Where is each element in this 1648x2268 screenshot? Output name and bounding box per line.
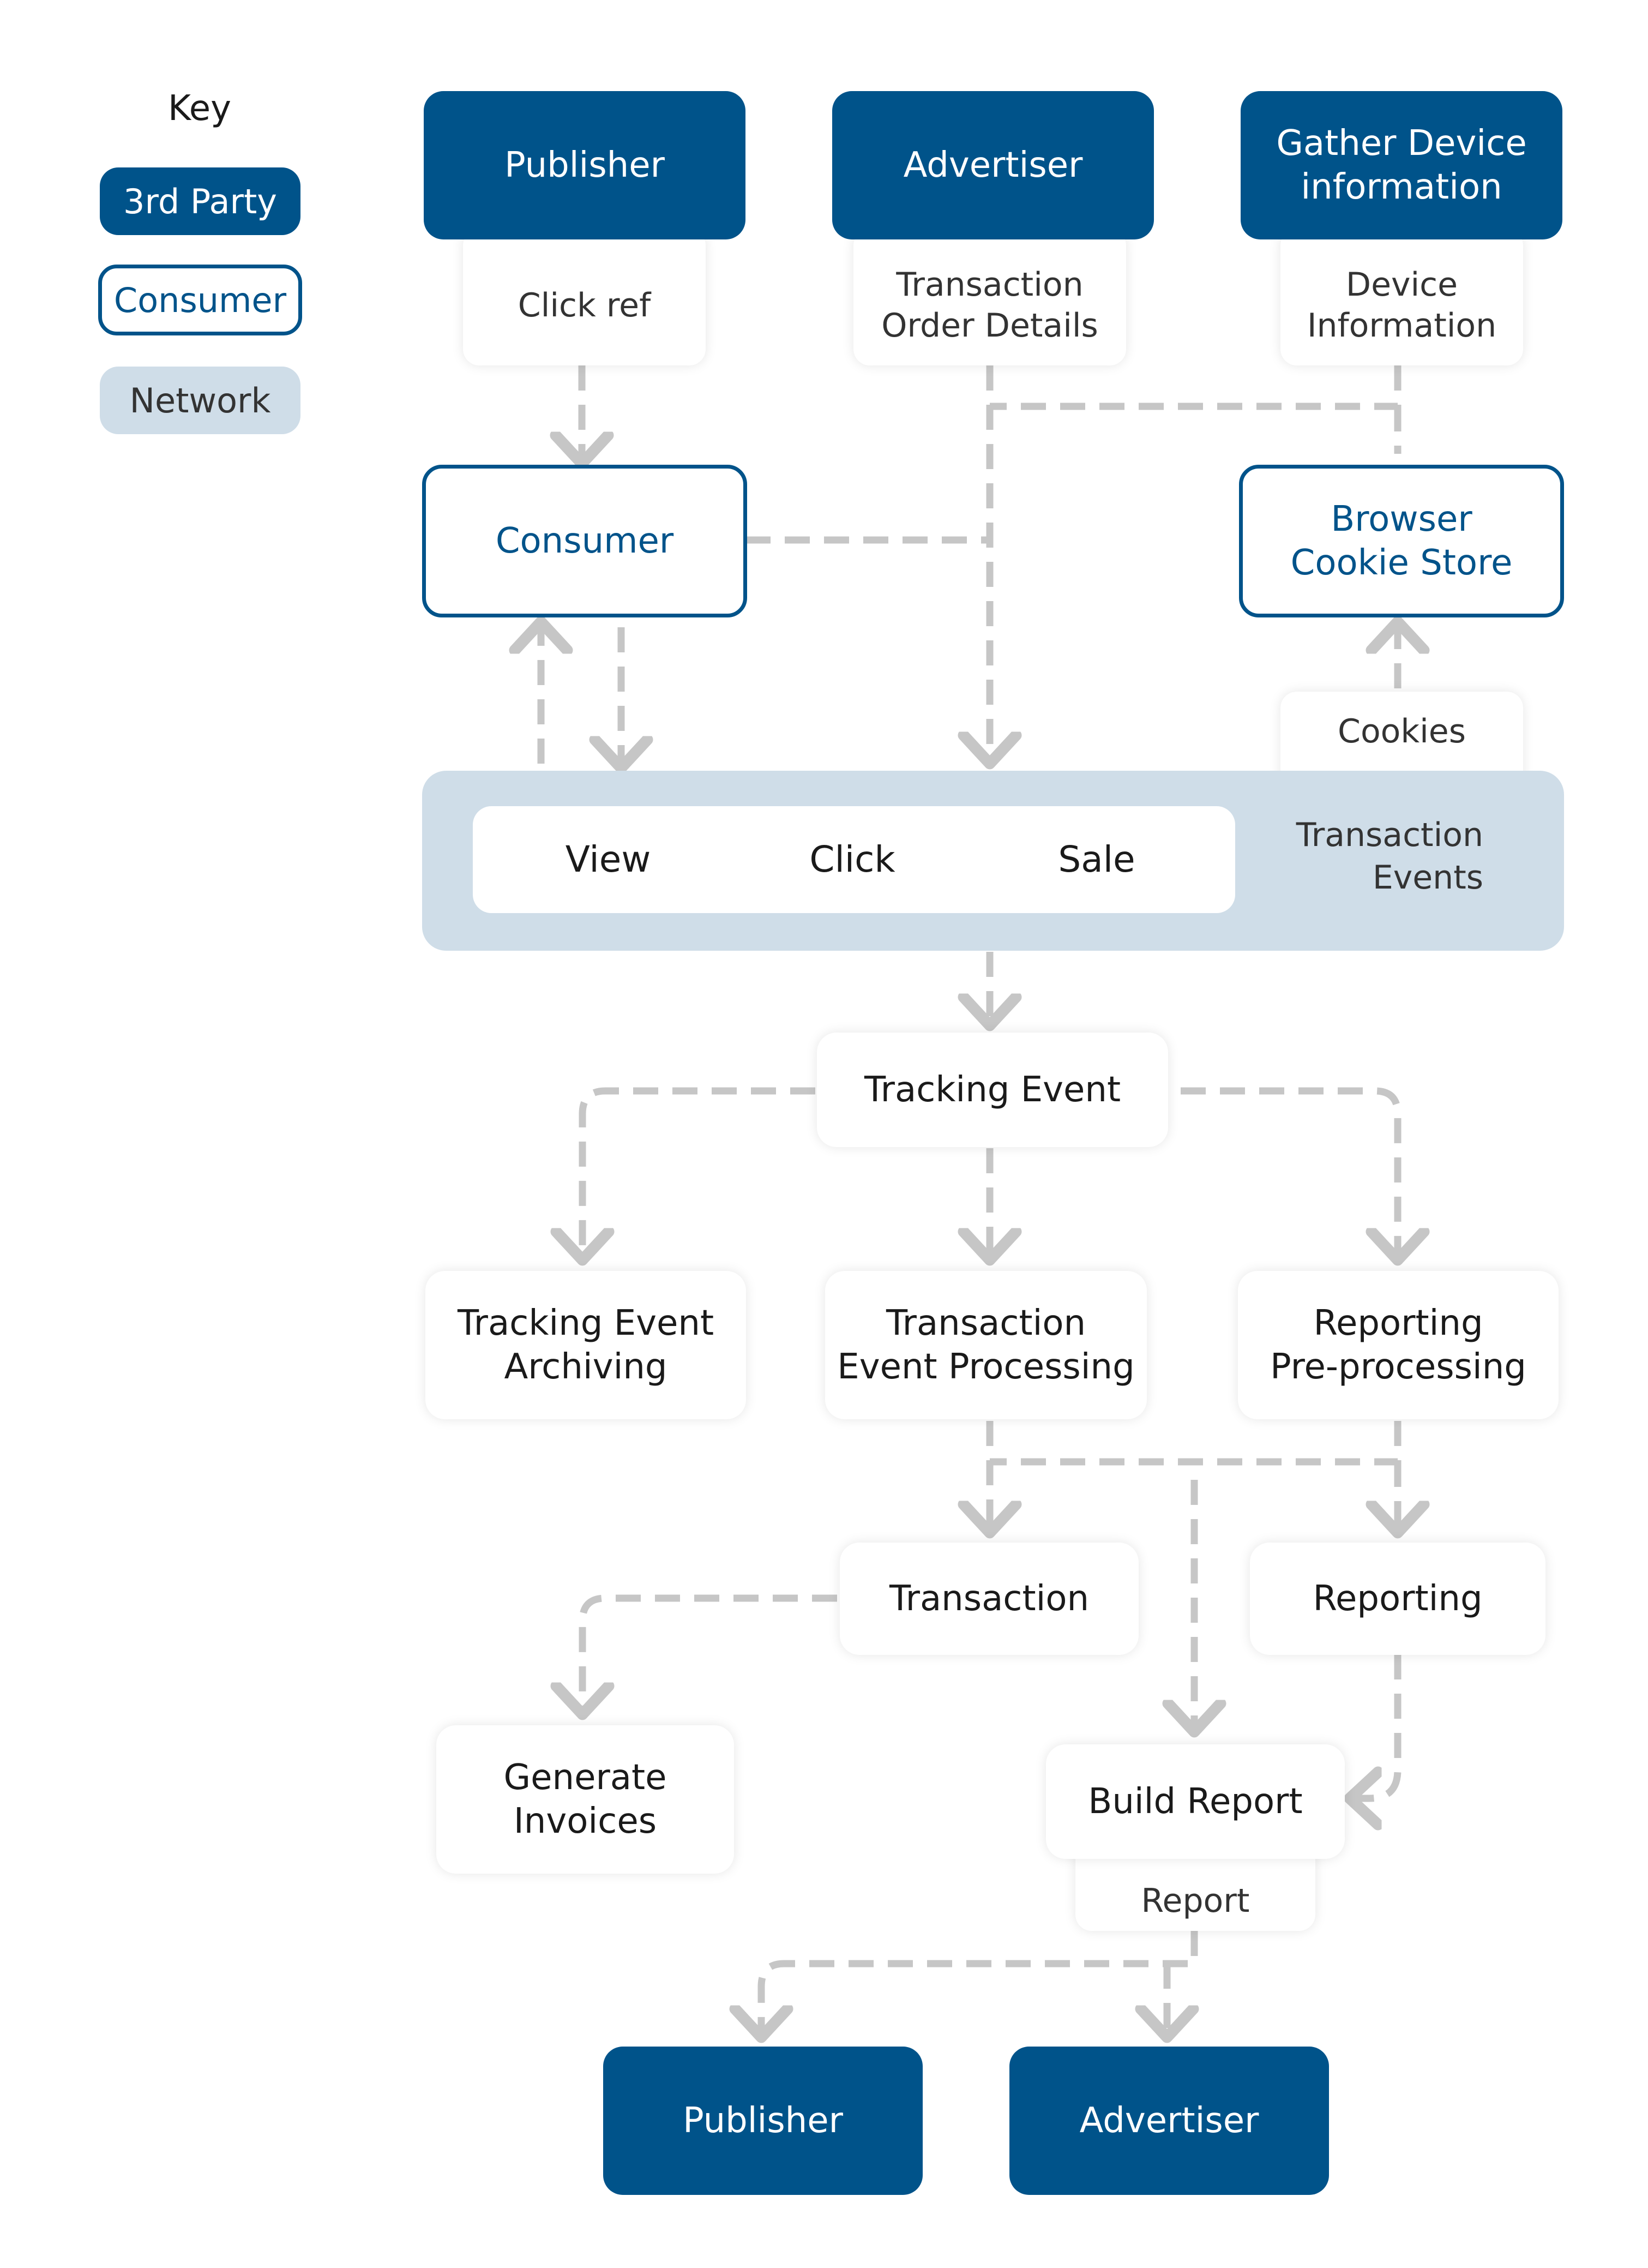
event-view: View [565, 838, 651, 880]
event-click: Click [809, 838, 895, 880]
key-consumer: Consumer [98, 265, 302, 335]
edge-tracking-preprocessing [1181, 1087, 1398, 1260]
transaction-events-inner [473, 806, 1235, 913]
advertiser-output-node: Advertiser [1009, 2047, 1329, 2195]
browser-cookie-store-node: Browser Cookie Store [1239, 465, 1564, 617]
gather-device-information-node: Gather Device information [1241, 91, 1562, 239]
generate-invoices-node: Generate Invoices [436, 1725, 734, 1874]
edge-tracking-archiving [582, 1087, 815, 1260]
tracking-event-node: Tracking Event [817, 1033, 1168, 1147]
device-information-box: Device Information [1280, 229, 1523, 365]
edge-transaction-invoices [582, 1594, 837, 1714]
publisher-source-node: Publisher [424, 91, 745, 239]
transaction-order-details-box: Transaction Order Details [853, 229, 1126, 365]
publisher-output-node: Publisher [603, 2047, 923, 2195]
reporting-node: Reporting [1250, 1543, 1545, 1655]
key-title: Key [168, 88, 232, 129]
edge-preprocessing-join [990, 1421, 1402, 1466]
build-report-node: Build Report [1046, 1744, 1345, 1859]
tracking-event-archiving-node: Tracking Event Archiving [425, 1271, 746, 1419]
transaction-node: Transaction [840, 1543, 1139, 1655]
reporting-pre-processing-node: Reporting Pre-processing [1238, 1271, 1559, 1419]
edge-reporting-buildreport [1350, 1654, 1402, 1798]
click-ref-box: Click ref [463, 229, 706, 365]
edge-device-join [990, 365, 1402, 410]
key-third-party: 3rd Party [100, 167, 300, 235]
consumer-node: Consumer [422, 465, 747, 617]
event-sale: Sale [1058, 838, 1135, 880]
transaction-events-label: Transaction Events [1296, 816, 1483, 897]
transaction-event-processing-node: Transaction Event Processing [825, 1271, 1147, 1419]
edge-report-split [761, 1931, 1198, 2037]
advertiser-source-node: Advertiser [832, 91, 1154, 239]
key-network: Network [100, 367, 300, 434]
